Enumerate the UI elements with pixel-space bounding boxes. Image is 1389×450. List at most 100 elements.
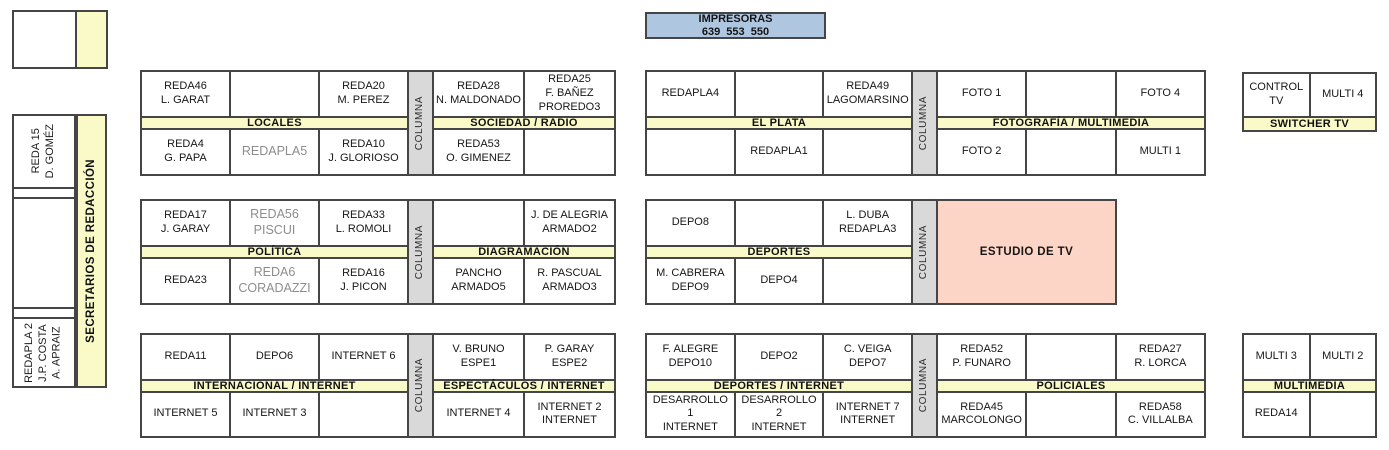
desk-j-de-alegria: J. DE ALEGRIA ARMADO2 <box>523 201 614 245</box>
desk-row: REDA46 L. GARAT REDA20 M. PEREZ <box>142 72 407 116</box>
columna-label: COLUMNA <box>918 358 930 413</box>
band-espect-culos-internet: ESPECTÁCULOS / INTERNET <box>434 378 614 393</box>
desk-l-duba: L. DUBA REDAPLA3 <box>822 201 911 245</box>
desk-desarrollo-1: DESARROLLO 1 INTERNET <box>652 393 728 434</box>
desk-internet-5: INTERNET 5 <box>153 407 218 420</box>
impresoras-numbers: 639 553 550 <box>701 25 770 38</box>
desk-depo8: DEPO8 <box>671 216 709 229</box>
desk-reda23: REDA23 <box>164 274 207 287</box>
desk-c-veiga: C. VEIGA DEPO7 <box>822 335 911 379</box>
desk-internet-3: INTERNET 3 <box>229 392 318 436</box>
empty-desk-cell <box>434 201 523 245</box>
columna-label: COLUMNA <box>918 95 930 151</box>
desk-internet-4: INTERNET 4 <box>446 407 511 420</box>
desk-multi-2: MULTI 2 <box>1308 335 1376 379</box>
estudio-de-tv-label: ESTUDIO DE TV <box>979 246 1074 258</box>
secretarios-strip: SECRETARIOS DE REDACCIÓN <box>76 114 107 388</box>
empty-desk-cell <box>1025 72 1114 116</box>
desk-reda28: REDA28 N. MALDONADO <box>436 80 521 106</box>
empty-desk-cell <box>523 130 614 174</box>
secretarios-strip-label: SECRETARIOS DE REDACCIÓN <box>85 159 98 343</box>
empty-desk-cell <box>822 130 911 174</box>
empty-desk-cell <box>318 392 407 436</box>
columna-strip: COLUMNA <box>911 199 938 305</box>
band-deportes-internet: DEPORTES / INTERNET <box>647 378 911 393</box>
impresoras-box: IMPRESORAS 639 553 550 <box>645 12 826 39</box>
desk-row: J. DE ALEGRIA ARMADO2 <box>434 201 614 245</box>
desk-redapla5: REDAPLA5 <box>229 130 318 174</box>
band-multimedia: MULTIMEDIA <box>1244 378 1375 393</box>
topleft-desk-yellow-cell <box>75 12 106 67</box>
columna-label: COLUMNA <box>414 95 426 151</box>
desk-foto-4: FOTO 4 <box>1114 72 1204 116</box>
empty-desk-cell <box>1025 335 1114 379</box>
band-diagramaci-n: DIAGRAMACIÓN <box>434 245 614 259</box>
columna-label: COLUMNA <box>414 358 426 413</box>
desk-reda20: REDA20 M. PEREZ <box>318 72 407 116</box>
desk-control-tv: CONTROL TV <box>1249 81 1304 107</box>
desk-desarrollo-2: DESARROLLO 2 INTERNET <box>733 392 823 436</box>
columna-strip: COLUMNA <box>911 333 938 438</box>
desk-row: V. BRUNO ESPE1 P. GARAY ESPE2 <box>434 335 614 379</box>
desk-reda-15-label: REDA 15 D. GOMÉZ <box>30 124 56 179</box>
columna-strip: COLUMNA <box>407 333 434 438</box>
columna-label: COLUMNA <box>414 224 426 280</box>
desk-reda27: REDA27 R. LORCA <box>1114 335 1204 379</box>
topleft-desk-box <box>12 10 108 69</box>
sidebar-spacer-cell <box>14 187 74 197</box>
desk-row: INTERNET 5 INTERNET 3 <box>142 392 407 436</box>
empty-desk-cell <box>822 259 911 303</box>
band-locales: LOCALES <box>142 116 407 130</box>
desk-reda10: REDA10 J. GLORIOSO <box>318 130 407 174</box>
desk-multi-1: MULTI 1 <box>1114 130 1204 174</box>
desk-multi-4: MULTI 4 <box>1308 74 1376 116</box>
desk-reda56: REDA56 PISCUI <box>229 201 318 245</box>
desk-p-garay: P. GARAY ESPE2 <box>523 335 614 379</box>
empty-desk-cell <box>1025 392 1114 436</box>
desk-redapla-2: REDAPLA 2 J.P. COSTA A. APRAIZ <box>14 317 74 386</box>
empty-desk-cell <box>733 201 823 245</box>
desk-v-bruno: V. BRUNO ESPE1 <box>452 343 505 369</box>
desk-internet-7: INTERNET 7 INTERNET <box>822 392 911 436</box>
desk-depo2: DEPO2 <box>733 335 823 379</box>
columna-strip: COLUMNA <box>911 70 938 176</box>
sidebar-desk-column: REDA 15 D. GOMÉZ REDAPLA 2 J.P. COSTA A.… <box>12 114 76 388</box>
desk-reda-15: REDA 15 D. GOMÉZ <box>14 116 74 187</box>
desk-redapla1: REDAPLA1 <box>733 130 823 174</box>
desk-m-cabrera: M. CABRERA DEPO9 <box>656 267 725 293</box>
desk-row: DEPO8 L. DUBA REDAPLA3 <box>647 201 911 245</box>
desk-depo4: DEPO4 <box>733 259 823 303</box>
desk-reda53: REDA53 O. GIMENEZ <box>446 138 511 164</box>
columna-strip: COLUMNA <box>407 199 434 305</box>
sidebar-spacer-cell <box>14 307 74 317</box>
desk-f-alegre: F. ALEGRE DEPO10 <box>662 343 719 369</box>
band-sociedad-radio: SOCIEDAD / RADIO <box>434 116 614 130</box>
desk-reda58: REDA58 C. VILLALBA <box>1114 392 1204 436</box>
sidebar-empty-desk <box>14 197 74 307</box>
band-el-plata: EL PLATA <box>647 116 911 130</box>
desk-reda46: REDA46 L. GARAT <box>160 80 211 106</box>
band-switcher-tv: SWITCHER TV <box>1244 116 1375 130</box>
empty-desk-cell <box>1308 392 1376 436</box>
